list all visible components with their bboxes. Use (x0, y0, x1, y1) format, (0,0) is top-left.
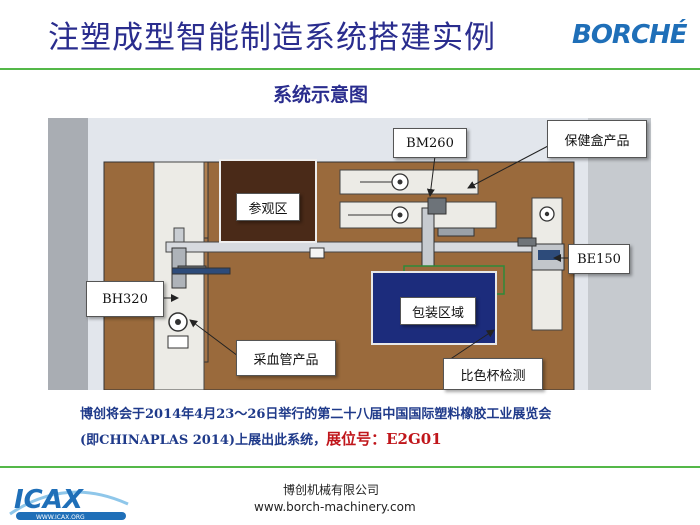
page-title: 注塑成型智能制造系统搭建实例 (48, 20, 496, 56)
company-name: 博创机械有限公司 (283, 483, 380, 497)
icax-url-text: WWW.ICAX.ORG (36, 514, 85, 521)
booth-number: 展位号：E2G01 (326, 430, 442, 448)
exhibition-info-line2: (即CHINAPLAS 2014)上展出此系统，展位号：E2G01 (80, 428, 442, 449)
diagram-subtitle: 系统示意图 (273, 84, 369, 106)
exhibition-info-line1: 博创将会于2014年4月23～26日举行的第二十八届中国国际塑料橡胶工业展览会 (80, 407, 552, 422)
packing-zone-label: 包装区域 (400, 297, 476, 325)
footer-divider (0, 466, 700, 468)
be150-label: BE150 (568, 244, 630, 274)
bh320-label: BH320 (86, 281, 164, 317)
icax-logo-text: ICAX (14, 485, 85, 515)
health-box-product-label: 保健盒产品 (547, 120, 647, 158)
blood-tube-product-label: 采血管产品 (236, 340, 336, 376)
system-layout-diagram (48, 118, 651, 390)
exhibition-info-prefix: (即CHINAPLAS 2014)上展出此系统， (80, 433, 327, 448)
color-check-label: 比色杯检测 (443, 358, 543, 390)
borche-logo: BORCHÉ (572, 20, 688, 50)
icax-logo: ICAX WWW.ICAX.ORG (9, 485, 129, 521)
header-divider (0, 68, 700, 70)
company-website[interactable]: www.borch-machinery.com (254, 500, 416, 514)
bm260-label: BM260 (393, 128, 467, 158)
visit-zone-label: 参观区 (236, 193, 300, 221)
